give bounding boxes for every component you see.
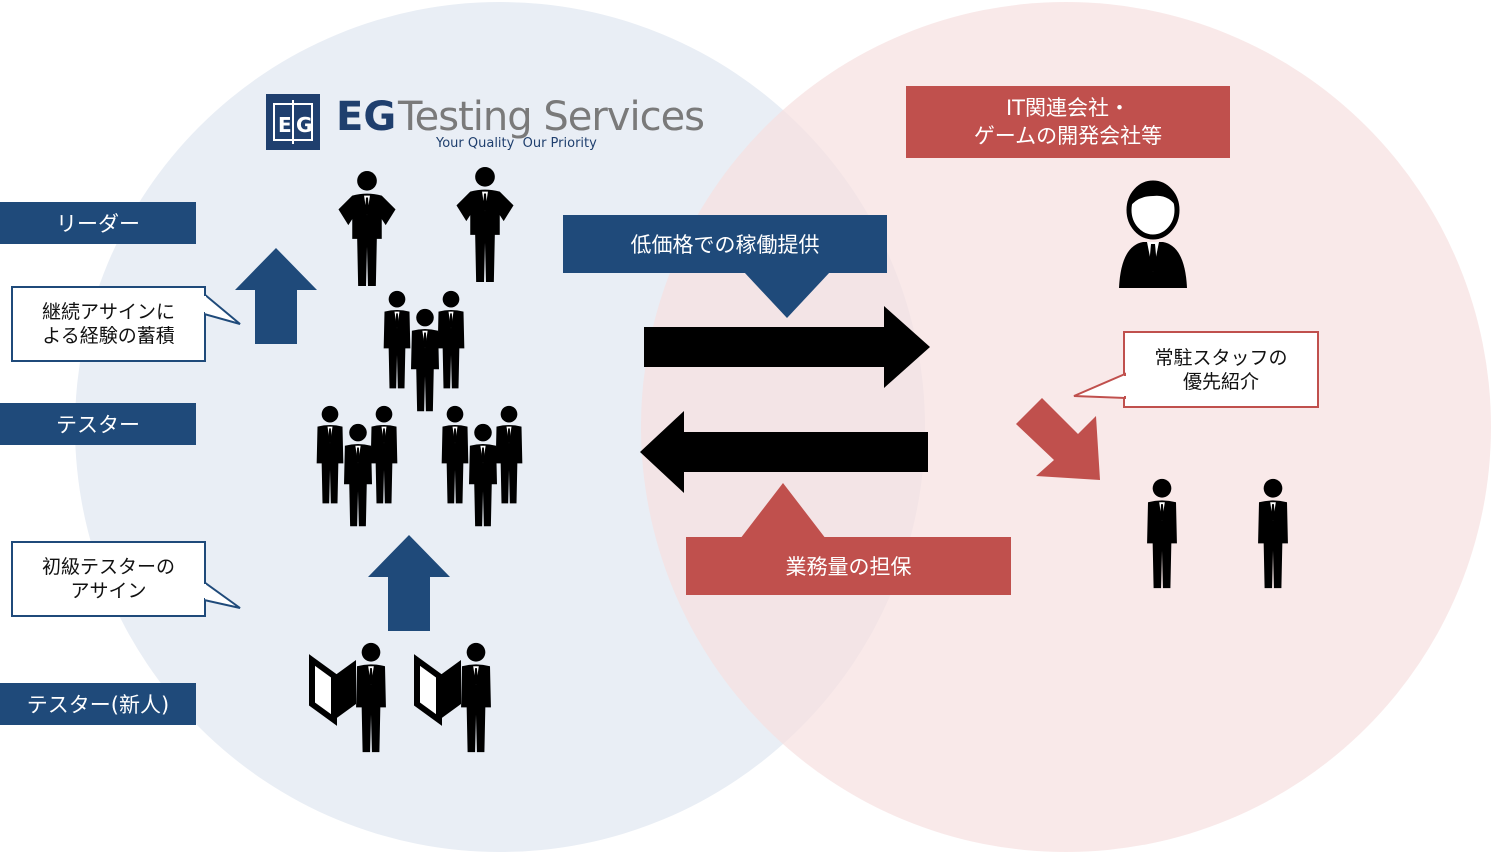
label-leader: リーダー	[0, 202, 196, 244]
leader-person-icon	[332, 170, 402, 288]
new-tester-icon	[414, 642, 491, 753]
tester-group-icon	[383, 290, 465, 412]
client-box: IT関連会社・ ゲームの開発会社等	[906, 86, 1230, 158]
callout-beginner: 初級テスターの アサイン	[11, 541, 206, 617]
logo-brand-name: Testing Services	[398, 94, 705, 140]
callout-priority-tail	[1073, 372, 1126, 400]
resident-staff-icon	[1147, 478, 1177, 589]
svg-text:E: E	[278, 113, 292, 137]
callout-continuous: 継続アサインに よる経験の蓄積	[11, 286, 206, 362]
eg-mark-icon: E G	[273, 100, 313, 144]
resident-staff-icon	[1258, 478, 1288, 589]
guarantee-box: 業務量の担保	[686, 537, 1011, 595]
eg-logo-mark: E G	[266, 94, 320, 150]
left-arrow-icon	[640, 411, 928, 493]
callout-priority: 常駐スタッフの 優先紹介	[1123, 331, 1319, 408]
logo-brand-eg: EG	[336, 94, 397, 140]
down-right-arrow-icon	[1016, 398, 1100, 480]
client-person-icon	[1119, 180, 1187, 288]
up-arrow-icon	[368, 535, 450, 631]
tester-group-icon	[441, 405, 523, 527]
new-tester-icon	[309, 642, 386, 753]
callout-beginner-tail	[204, 580, 241, 609]
eg-logo: E G EG Testing Services Your Quality Our…	[266, 94, 726, 154]
leader-person-icon	[450, 166, 520, 284]
logo-tagline: Your Quality Our Priority	[436, 136, 597, 151]
tester-group-icon	[316, 405, 398, 527]
callout-continuous-tail	[204, 292, 241, 325]
label-tester-new: テスター(新人)	[0, 683, 196, 725]
provide-box: 低価格での稼働提供	[563, 215, 887, 273]
guarantee-pointer	[740, 483, 826, 539]
svg-text:G: G	[296, 113, 312, 137]
right-arrow-icon	[644, 306, 930, 388]
label-tester: テスター	[0, 403, 196, 445]
provide-pointer	[744, 272, 830, 318]
up-arrow-icon	[235, 248, 317, 344]
